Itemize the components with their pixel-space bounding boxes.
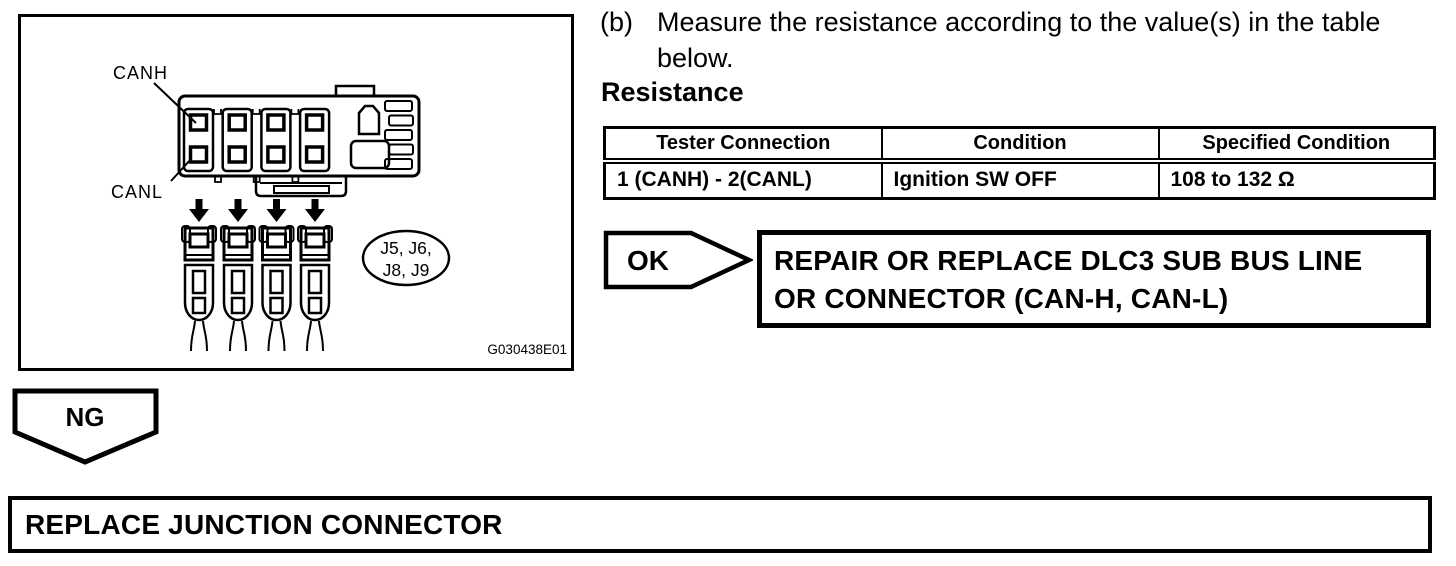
canh-leader-line: [153, 82, 197, 124]
cell-tester-connection: 1 (CANH) - 2(CANL): [603, 160, 883, 199]
cell-condition: Ignition SW OFF: [880, 160, 1160, 199]
figure-code: G030438E01: [487, 342, 567, 357]
junction-connector-figure: CANH CANL J5, J6, J8, J9 G030438E01: [18, 14, 574, 371]
step-instruction: Measure the resistance according to the …: [657, 7, 1381, 73]
ok-label: OK: [627, 245, 669, 276]
ng-action-box: REPLACE JUNCTION CONNECTOR: [8, 496, 1432, 553]
junction-id-line1: J5, J6,: [380, 238, 432, 258]
cell-specified-condition: 108 to 132 Ω: [1157, 160, 1436, 199]
header-condition: Condition: [880, 127, 1160, 164]
terminal-pin: [296, 224, 334, 353]
table-row: 1 (CANH) - 2(CANL) Ignition SW OFF 108 t…: [603, 160, 1436, 199]
header-tester-connection: Tester Connection: [603, 127, 883, 164]
canl-leader-line: [170, 158, 192, 182]
terminal-pin: [219, 224, 257, 353]
down-arrow-icon: [266, 199, 287, 222]
ng-label: NG: [66, 402, 105, 432]
ok-action-box: REPAIR OR REPLACE DLC3 SUB BUS LINE OR C…: [757, 230, 1431, 328]
ok-action-line2: OR CONNECTOR (CAN-H, CAN-L): [774, 283, 1229, 314]
resistance-heading: Resistance: [601, 77, 744, 107]
terminal-pin: [180, 224, 218, 353]
step-b-paragraph: (b) Measure the resistance according to …: [600, 4, 1456, 76]
junction-id-line2: J8, J9: [383, 260, 430, 280]
terminal-pin: [258, 224, 295, 353]
connector-housing: [177, 84, 421, 198]
down-arrow-icon: [305, 199, 325, 222]
down-arrow-icon: [189, 199, 209, 222]
ok-action-line1: REPAIR OR REPLACE DLC3 SUB BUS LINE: [774, 245, 1363, 276]
down-arrow-icon: [228, 199, 248, 222]
table-header-row: Tester Connection Condition Specified Co…: [603, 127, 1436, 164]
header-specified-condition: Specified Condition: [1157, 127, 1436, 164]
ng-flow-arrow: NG: [12, 388, 159, 465]
canh-label: CANH: [113, 63, 168, 83]
step-marker: (b): [600, 7, 633, 37]
resistance-spec-table: Tester Connection Condition Specified Co…: [603, 126, 1436, 200]
junction-connector-diagram: CANH CANL J5, J6, J8, J9 G030438E01: [111, 63, 567, 357]
ok-flow-arrow: OK: [603, 230, 753, 290]
ng-action-text: REPLACE JUNCTION CONNECTOR: [25, 508, 503, 540]
junction-id-oval: [361, 229, 451, 287]
canl-label: CANL: [111, 182, 163, 202]
